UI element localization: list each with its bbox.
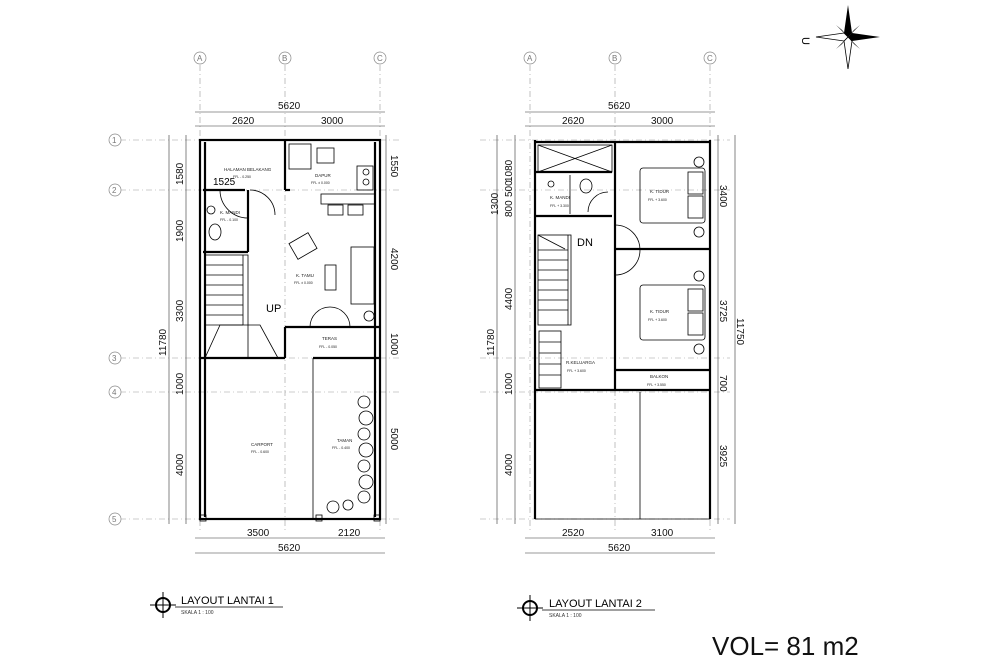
room-ffl: FFL - 0.600: [251, 450, 269, 454]
floor2-plan: A B C DN K. MANDI FFL +: [480, 51, 745, 621]
grid-bubble-1: 1: [112, 136, 117, 145]
dim-left: 4000: [175, 453, 186, 476]
grid-bubble-c: C: [707, 54, 713, 63]
dim-right: 4200: [388, 248, 399, 271]
stair-down-label: DN: [577, 237, 593, 249]
dim-top-left: 2620: [232, 116, 255, 127]
dim-bottom-total: 5620: [608, 543, 631, 554]
grid-bubble-2: 2: [112, 186, 117, 195]
grid-bubble-5: 5: [112, 515, 117, 524]
dim-top-total: 5620: [608, 101, 631, 112]
grid-bubble-b: B: [282, 54, 287, 63]
room-label: K. TAMU: [296, 273, 314, 278]
north-label: U: [799, 37, 811, 45]
inner-dim: 1525: [213, 177, 236, 188]
dim-left: 1000: [504, 372, 515, 395]
room-label: HALAMAN BELAKANG: [224, 167, 272, 172]
room-ffl: FFL - 0.100: [220, 218, 238, 222]
room-ffl: FFL + 3.300: [550, 204, 569, 208]
dim-left: 1000: [175, 372, 186, 395]
floor1-scale: SKALA 1 : 100: [181, 610, 214, 616]
room-label: CARPORT: [251, 442, 273, 447]
room-ffl: FFL - 0.250: [233, 175, 251, 179]
room-label: K. TIDUR: [650, 309, 670, 314]
dim-left: 1580: [175, 162, 186, 185]
dim-right: 700: [717, 375, 728, 392]
room-label: K. MANDI: [220, 210, 240, 215]
dim-right: 3400: [717, 185, 728, 208]
section-marker-icon: [150, 592, 176, 618]
dim-right: 1000: [388, 333, 399, 356]
dim-right: 3725: [717, 300, 728, 323]
floor1-title: LAYOUT LANTAI 1: [181, 595, 274, 607]
dim-top-right: 3000: [651, 116, 674, 127]
grid-bubble-a: A: [527, 54, 533, 63]
floor2-scale: SKALA 1 : 100: [549, 613, 582, 619]
stair-up-label: UP: [266, 303, 281, 315]
room-ffl: FFL + 3.600: [567, 369, 586, 373]
dim-top-left: 2620: [562, 116, 585, 127]
room-label: K. MANDI: [550, 195, 570, 200]
dim-left: 4000: [504, 453, 515, 476]
dim-top-total: 5620: [278, 101, 301, 112]
dim-left: 4400: [504, 287, 515, 310]
room-ffl: FFL - 0.050: [319, 345, 337, 349]
room-ffl: FFL - 0.400: [332, 446, 350, 450]
dim-left: 800: [504, 200, 515, 217]
section-marker-icon: [517, 595, 543, 621]
floor2-title: LAYOUT LANTAI 2: [549, 598, 642, 610]
dim-left: 1080: [504, 159, 515, 182]
room-ffl: FFL + 3.550: [647, 383, 666, 387]
dim-bottom-right: 3100: [651, 528, 674, 539]
grid-bubble-3: 3: [112, 354, 117, 363]
room-label: TERAS: [322, 336, 337, 341]
grid-bubble-c: C: [377, 54, 383, 63]
dim-left-total: 11780: [486, 328, 497, 356]
room-label: K. TIDUR: [650, 189, 670, 194]
dim-left-total: 11780: [158, 328, 169, 356]
dim-left: 1900: [175, 219, 186, 242]
room-ffl: FFL ± 0.000: [311, 181, 330, 185]
dim-right: 3925: [717, 445, 728, 468]
grid-bubble-4: 4: [112, 388, 117, 397]
dim-bottom-left: 3500: [247, 528, 270, 539]
room-ffl: FFL + 3.600: [648, 198, 667, 202]
dim-right-total: 11750: [734, 318, 745, 346]
grid-bubble-b: B: [612, 54, 617, 63]
dim-bottom-left: 2520: [562, 528, 585, 539]
room-ffl: FFL + 3.600: [648, 318, 667, 322]
floor1-plan: A B C 1 2 3 4 5 H: [108, 51, 400, 618]
dim-top-right: 3000: [321, 116, 344, 127]
dim-left: 1300: [490, 192, 501, 215]
dim-left: 500: [504, 180, 515, 197]
dim-bottom-total: 5620: [278, 543, 301, 554]
grid-bubble-a: A: [197, 54, 203, 63]
dim-left: 3300: [175, 299, 186, 322]
north-compass-icon: [815, 5, 880, 70]
volume-label: VOL= 81 m2: [712, 631, 859, 661]
dim-right: 1550: [388, 155, 399, 178]
room-label: BALKON: [650, 374, 668, 379]
room-label: TAMAN: [337, 438, 352, 443]
dim-right: 5000: [388, 428, 399, 451]
room-label: R.KELUARGA: [566, 360, 595, 365]
room-ffl: FFL ± 0.000: [294, 281, 313, 285]
room-label: DAPUR: [315, 173, 332, 178]
dim-bottom-right: 2120: [338, 528, 361, 539]
